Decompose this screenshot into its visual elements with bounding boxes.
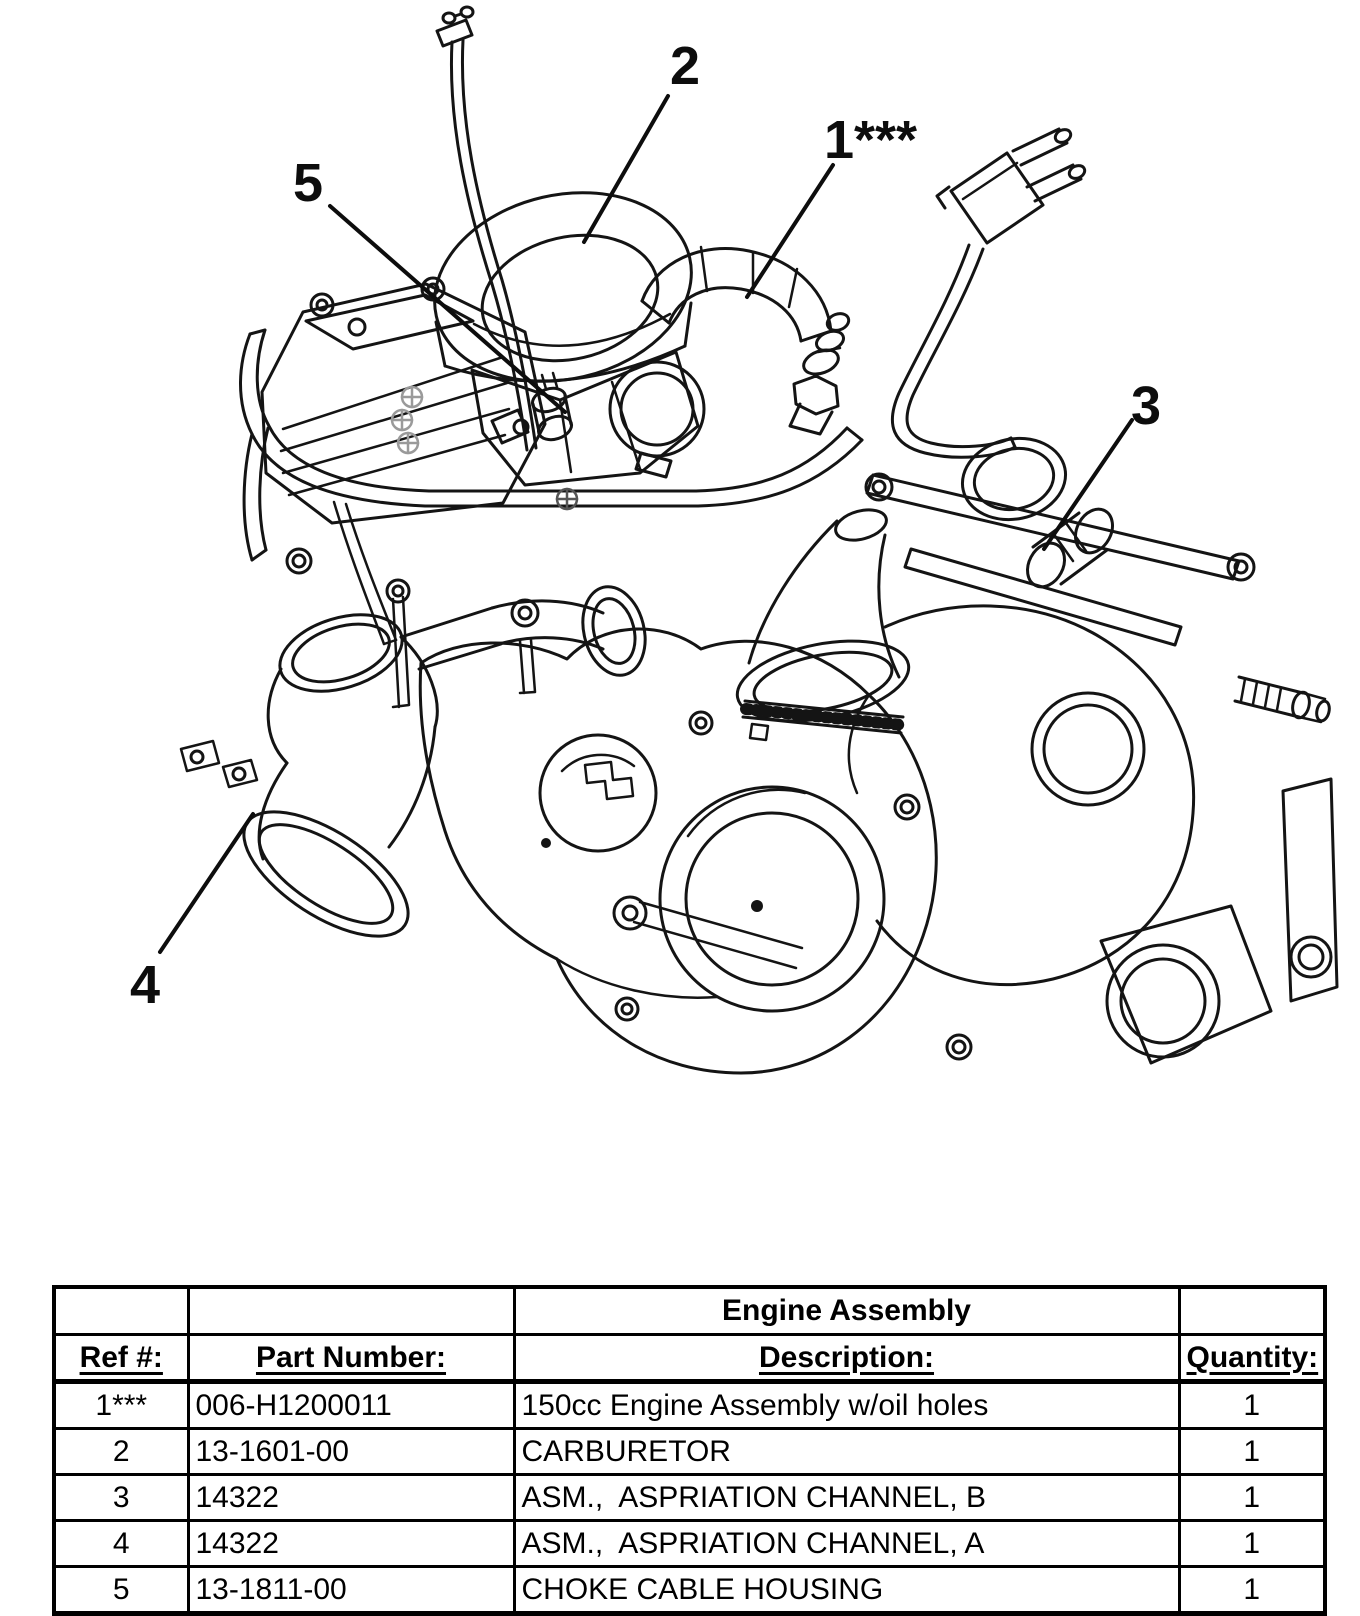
callout-2-label: 2 <box>670 36 700 96</box>
part-cell: 14322 <box>186 1520 514 1568</box>
part-cell: 14322 <box>186 1474 514 1522</box>
part-cell: 13-1811-00 <box>186 1566 514 1616</box>
ref-cell: 3 <box>54 1474 188 1522</box>
callout-5-leader-line <box>328 204 567 414</box>
wire-connector-drawing <box>890 127 1087 459</box>
callout-3-label: 3 <box>1131 376 1161 436</box>
table-row: 1*** 006-H1200011 150cc Engine Assembly … <box>54 1381 1325 1430</box>
part-cell: 006-H1200011 <box>186 1381 514 1430</box>
title-row-empty-part <box>186 1287 514 1336</box>
qty-cell: 1 <box>1177 1428 1325 1476</box>
choke-cable-housing-drawing <box>530 371 574 442</box>
ref-cell: 4 <box>54 1520 188 1568</box>
ref-cell: 2 <box>54 1428 188 1476</box>
desc-cell: CHOKE CABLE HOUSING <box>512 1566 1179 1616</box>
parts-table: Engine Assembly Ref #: Part Number: Desc… <box>52 1285 1327 1616</box>
desc-cell: 150cc Engine Assembly w/oil holes <box>512 1381 1179 1430</box>
title-row-empty-ref <box>54 1287 188 1336</box>
ref-cell: 1*** <box>54 1381 188 1430</box>
part-cell: 13-1601-00 <box>186 1428 514 1476</box>
callout-4-leader-line <box>158 812 255 954</box>
header-desc: Description: <box>512 1334 1179 1384</box>
callout-1-label: 1*** <box>824 110 917 170</box>
table-row: 4 14322 ASM., ASPRIATION CHANNEL, A 1 <box>54 1520 1325 1568</box>
header-part: Part Number: <box>186 1334 514 1384</box>
table-row: 3 14322 ASM., ASPRIATION CHANNEL, B 1 <box>54 1474 1325 1522</box>
aspiration-channel-a-drawing <box>242 578 647 938</box>
callout-2-leader-line <box>582 94 670 244</box>
screw-marks <box>390 385 579 511</box>
callout-5-label: 5 <box>293 153 323 213</box>
ref-cell: 5 <box>54 1566 188 1616</box>
aspiration-channel-b-drawing <box>735 507 1114 742</box>
qty-cell: 1 <box>1177 1520 1325 1568</box>
parts-table-title: Engine Assembly <box>512 1287 1179 1336</box>
engine-assembly-diagram: 2 1*** 5 3 4 <box>130 5 1339 1075</box>
desc-cell: ASM., ASPRIATION CHANNEL, A <box>512 1520 1179 1568</box>
header-ref: Ref #: <box>54 1334 188 1384</box>
callout-leader-lines <box>158 94 1134 954</box>
parts-table-header-row: Ref #: Part Number: Description: Quantit… <box>54 1334 1325 1384</box>
callout-1-leader-line <box>745 163 835 299</box>
dipstick-tube-drawing <box>435 5 538 452</box>
intake-elbow-drawing <box>640 245 833 343</box>
gearbox-drawing <box>865 436 1339 1065</box>
callout-3-leader-line <box>1042 418 1134 551</box>
cvt-cover-drawing <box>418 627 938 1075</box>
qty-cell: 1 <box>1177 1566 1325 1616</box>
callout-4-label: 4 <box>130 955 160 1015</box>
qty-cell: 1 <box>1177 1474 1325 1522</box>
header-qty: Quantity: <box>1177 1334 1325 1384</box>
parts-table-title-row: Engine Assembly <box>54 1287 1325 1336</box>
bolts-drawing <box>179 472 1256 1061</box>
qty-cell: 1 <box>1177 1381 1325 1430</box>
desc-cell: ASM., ASPRIATION CHANNEL, B <box>512 1474 1179 1522</box>
table-row: 5 13-1811-00 CHOKE CABLE HOUSING 1 <box>54 1566 1325 1616</box>
table-row: 2 13-1601-00 CARBURETOR 1 <box>54 1428 1325 1476</box>
carburetor-drawing <box>433 191 851 487</box>
title-row-empty-qty <box>1177 1287 1325 1336</box>
frame-tube-drawing <box>239 328 864 646</box>
desc-cell: CARBURETOR <box>512 1428 1179 1476</box>
callout-labels: 2 1*** 5 3 4 <box>130 36 1161 1015</box>
